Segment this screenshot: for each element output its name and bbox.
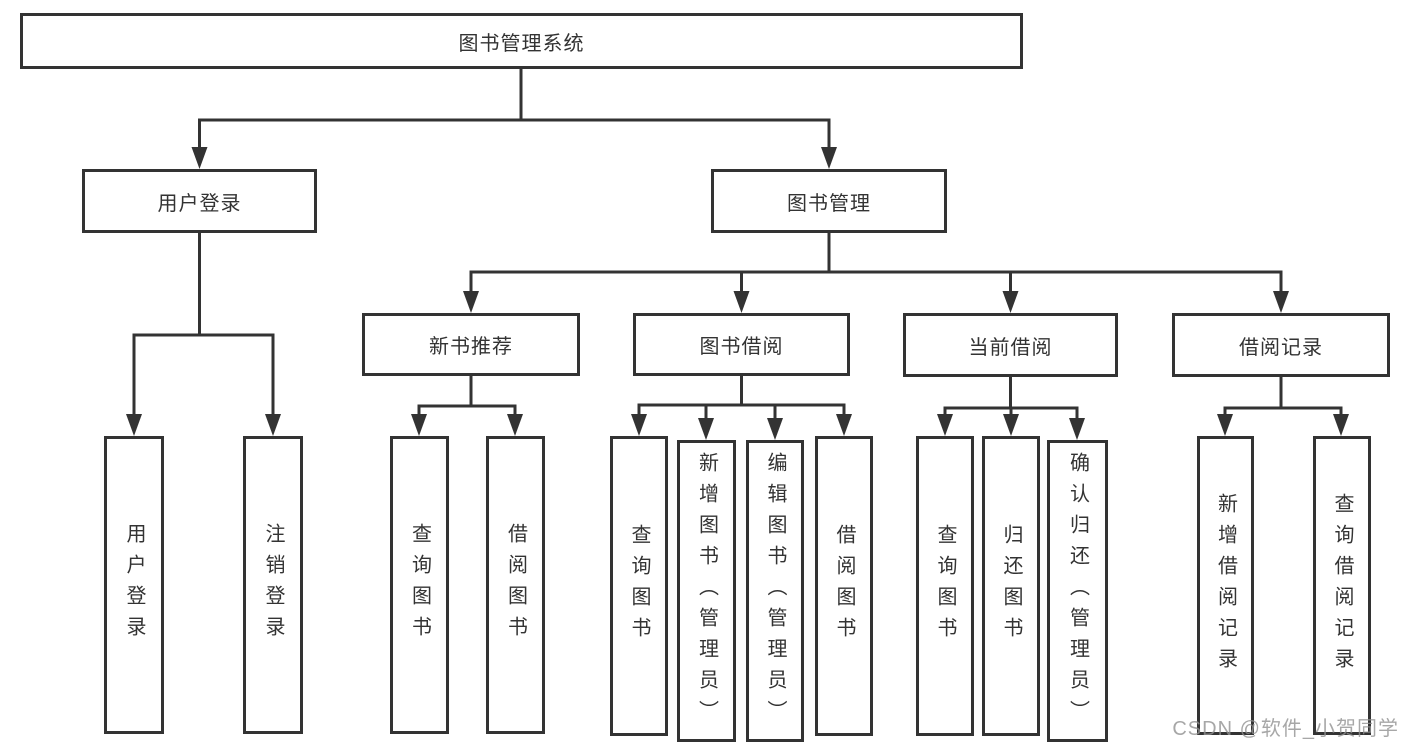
leaf-confirm-return-admin-label: 确认归还（管理员） <box>1066 451 1089 731</box>
leaf-borrow-books-1: 借阅图书 <box>486 436 545 734</box>
leaf-query-books-1-label: 查询图书 <box>408 523 431 647</box>
node-book-management: 图书管理 <box>711 169 947 233</box>
leaf-borrow-books-1-label: 借阅图书 <box>504 523 527 647</box>
leaf-add-borrow-record-label: 新增借阅记录 <box>1214 492 1237 679</box>
node-borrow-record: 借阅记录 <box>1172 313 1390 377</box>
leaf-return-book-label: 归还图书 <box>1000 524 1022 648</box>
leaf-query-books-3-label: 查询图书 <box>934 524 956 648</box>
leaf-query-books-2-label: 查询图书 <box>628 524 650 648</box>
leaf-query-books-1: 查询图书 <box>390 436 449 734</box>
node-book-borrow: 图书借阅 <box>633 313 850 376</box>
leaf-add-book-admin: 新增图书（管理员） <box>677 440 736 742</box>
node-library-management-system: 图书管理系统 <box>20 13 1023 69</box>
leaf-logout: 注销登录 <box>243 436 303 734</box>
leaf-user-login-label: 用户登录 <box>123 523 145 647</box>
leaf-query-books-3: 查询图书 <box>916 436 974 736</box>
arrowheads <box>126 147 1349 440</box>
leaf-query-borrow-record: 查询借阅记录 <box>1313 436 1371 735</box>
leaf-add-borrow-record: 新增借阅记录 <box>1197 436 1254 735</box>
leaf-return-book: 归还图书 <box>982 436 1040 736</box>
leaf-query-borrow-record-label: 查询借阅记录 <box>1331 492 1353 679</box>
leaf-confirm-return-admin: 确认归还（管理员） <box>1047 440 1108 742</box>
node-current-borrow: 当前借阅 <box>903 313 1118 377</box>
node-new-book-recommend: 新书推荐 <box>362 313 580 376</box>
leaf-borrow-books-2-label: 借阅图书 <box>833 524 855 648</box>
leaf-borrow-books-2: 借阅图书 <box>815 436 873 736</box>
leaf-edit-book-admin-label: 编辑图书（管理员） <box>764 451 786 731</box>
leaf-user-login: 用户登录 <box>104 436 164 734</box>
connector-stems <box>132 69 1343 421</box>
leaf-logout-label: 注销登录 <box>262 523 284 647</box>
leaf-query-books-2: 查询图书 <box>610 436 668 736</box>
node-user-login: 用户登录 <box>82 169 317 233</box>
leaf-add-book-admin-label: 新增图书（管理员） <box>695 451 718 731</box>
leaf-edit-book-admin: 编辑图书（管理员） <box>746 440 804 742</box>
